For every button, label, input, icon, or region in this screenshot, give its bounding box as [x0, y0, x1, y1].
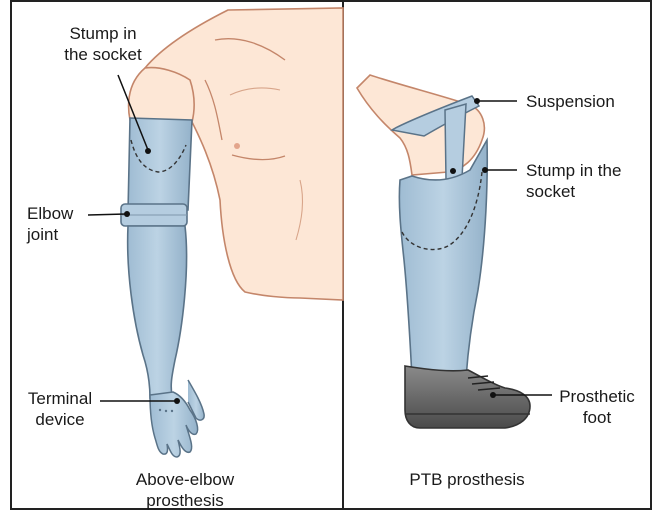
caption-ptb-prosthesis: PTB prosthesis: [392, 469, 542, 490]
label-prosthetic-foot: Prosthetic foot: [549, 386, 645, 428]
upper-arm-socket: [128, 118, 192, 212]
label-stump-in-socket-left: Stump in the socket: [48, 23, 158, 65]
arm-stump-skin: [129, 68, 194, 122]
label-stump-in-socket-right: Stump in the socket: [526, 160, 646, 202]
label-terminal-device: Terminal device: [14, 388, 106, 430]
label-elbow-joint: Elbow joint: [27, 203, 97, 245]
forearm-prosthesis: [128, 226, 187, 398]
caption-above-elbow-prosthesis: Above-elbow prosthesis: [110, 469, 260, 511]
shin-socket: [399, 140, 487, 378]
label-suspension: Suspension: [526, 91, 641, 112]
prosthetic-foot-shoe: [405, 366, 530, 428]
